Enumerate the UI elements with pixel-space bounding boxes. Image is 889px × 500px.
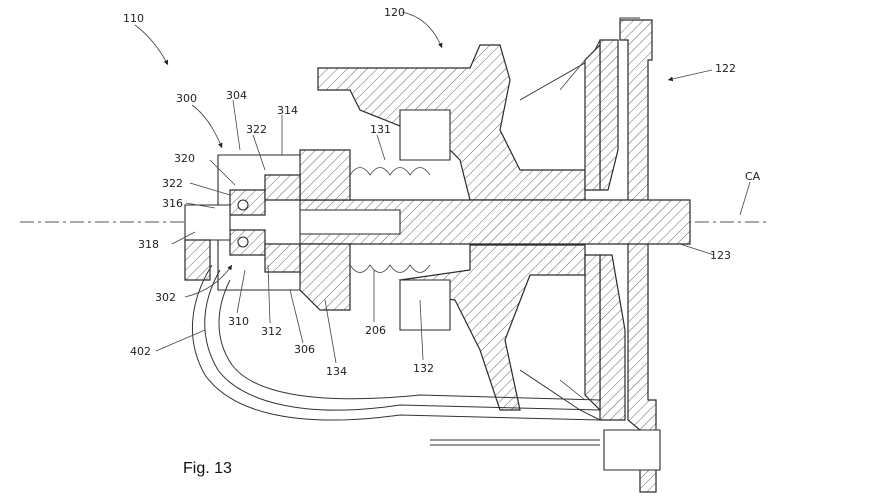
hose-402 [192,265,600,445]
label-ca: CA [745,170,761,183]
label-322-upper: 322 [246,123,267,136]
main-shaft [270,200,690,244]
housing-122 [600,18,660,492]
label-131: 131 [370,123,391,136]
label-300: 300 [176,92,197,105]
label-318: 318 [138,238,159,251]
label-322-lower: 322 [162,177,183,190]
label-320: 320 [174,152,195,165]
label-132: 132 [413,362,434,375]
label-123: 123 [710,249,731,262]
label-122: 122 [715,62,736,75]
label-310: 310 [228,315,249,328]
label-316: 316 [162,197,183,210]
label-402: 402 [130,345,151,358]
label-312: 312 [261,325,282,338]
label-110: 110 [123,12,144,25]
label-206: 206 [365,324,386,337]
label-304: 304 [226,89,247,102]
label-302: 302 [155,291,176,304]
label-314: 314 [277,104,298,117]
label-134: 134 [326,365,347,378]
label-306: 306 [294,343,315,356]
figure-caption: Fig. 13 [183,460,232,477]
label-120: 120 [384,6,405,19]
